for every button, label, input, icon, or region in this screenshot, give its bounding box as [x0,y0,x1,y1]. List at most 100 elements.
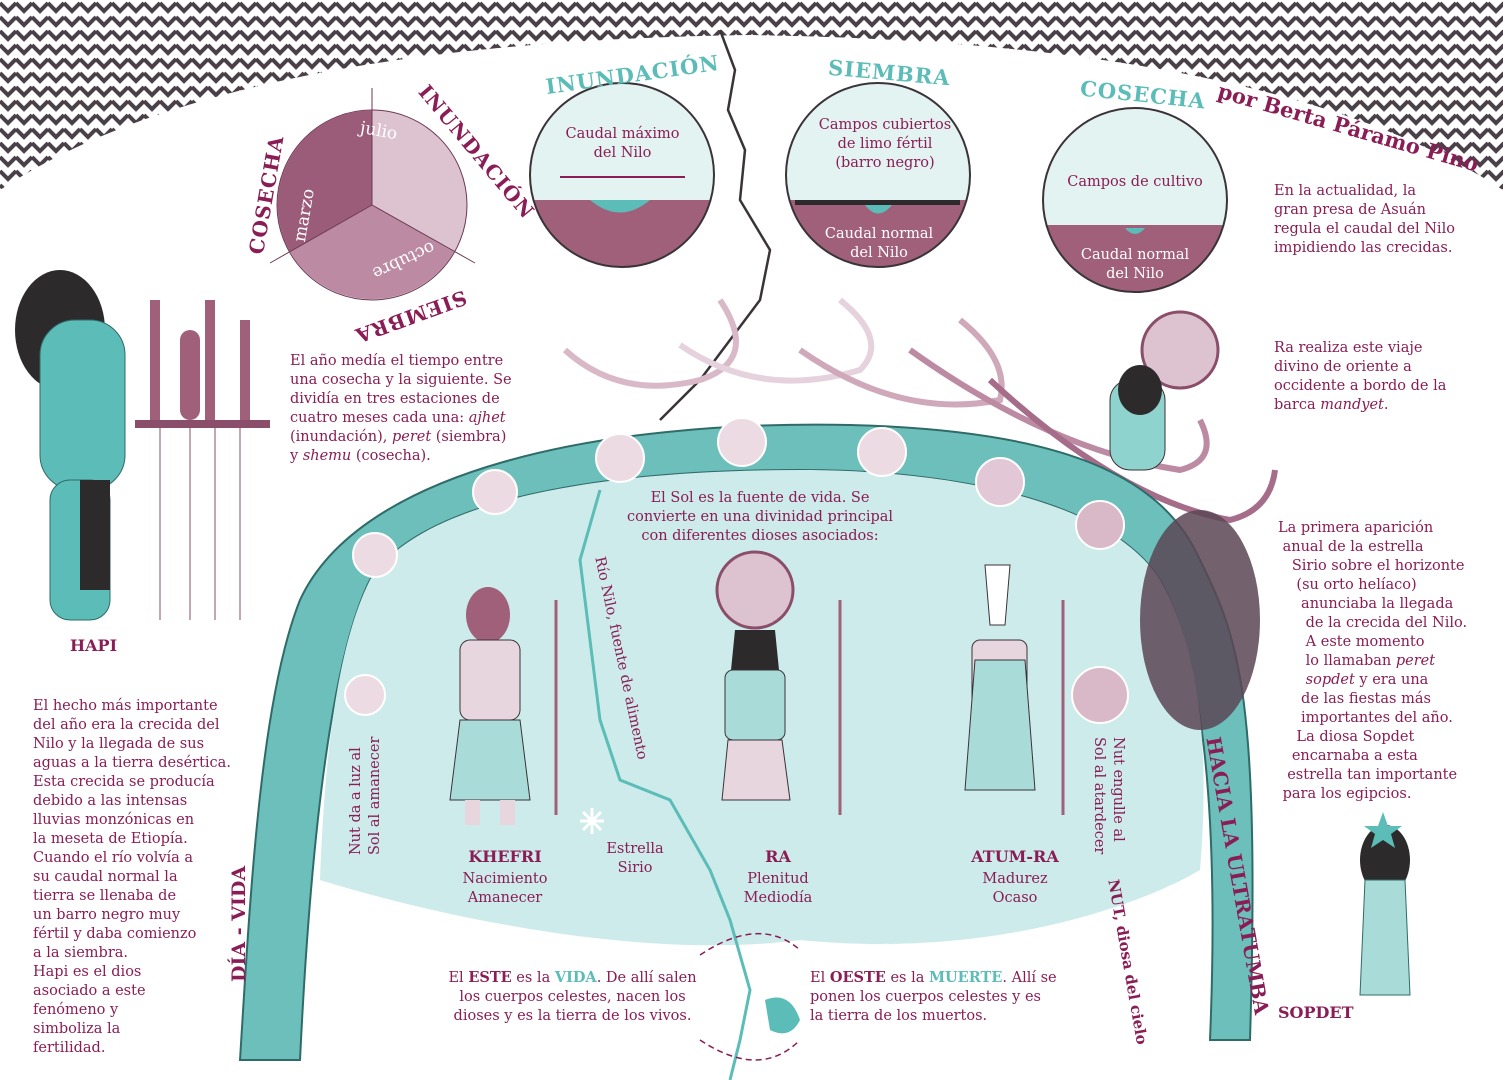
day-life-label: DÍA - VIDA [228,865,250,982]
text-line: los cuerpos celestes, nacen los [459,988,685,1007]
text-segment: lo llamaban [1278,653,1396,669]
text-segment: MUERTE [928,969,1003,986]
text-line: dioses y es la tierra de los vivos. [454,1007,692,1026]
text-segment: El Sol es la fuente de vida. Se [650,490,870,506]
text-line: barca mandyet. [1274,396,1388,415]
text-segment: anunciaba la llegada [1278,596,1454,612]
text-segment: importantes del año. [1278,710,1453,726]
text-segment: regula el caudal del Nilo [1274,221,1455,237]
text-segment: es la [511,970,555,986]
sun-text: El Sol es la fuente de vida. Se convierte… [605,489,915,546]
text-segment: La primera aparición [1278,520,1434,536]
text-segment: divino de oriente a [1274,359,1412,375]
hapi-label: HAPI [70,636,118,655]
text-segment: Ra realiza este viaje [1274,340,1423,356]
text-line: divino de oriente a [1274,358,1412,377]
text-line: El ESTE es la VIDA. De allí salen [448,968,696,988]
text-line: La primera aparición [1278,519,1433,538]
sopdet-figure [1359,812,1411,996]
text-segment: Sirio sobre el horizonte [1278,558,1465,574]
text-segment: El año medía el tiempo entre [290,353,504,369]
text-line: a la siembra. [33,944,128,963]
text-segment: para los egipcios. [1278,786,1412,802]
text-line: (su orto helíaco) [1278,576,1417,595]
text-line: El hecho más importante [33,697,218,716]
text-segment: (su orto helíaco) [1278,577,1417,593]
text-line: fértil y daba comienzo [33,925,196,944]
text-segment: su caudal normal la [33,869,178,885]
text-segment: (inundación), [290,429,392,445]
text-segment: cuatro meses cada una: [290,410,469,426]
text-line: dividía en tres estaciones de [290,390,500,409]
text-segment: aguas a la tierra desértica. [33,755,231,771]
text-line: convierte en una divinidad principal [627,508,893,527]
star-icon [580,808,604,834]
text-line: sopdet y era una [1278,671,1429,690]
text-line: Ra realiza este viaje [1274,339,1422,358]
text-line: y shemu (cosecha). [290,447,431,466]
text-segment: sopdet [1305,672,1355,688]
text-line: con diferentes dioses asociados: [641,527,878,546]
text-segment: Nilo y la llegada de sus [33,736,205,752]
text-segment: estrella tan importante [1278,767,1458,783]
sirio-text: La primera aparición anual de la estrell… [1278,519,1467,804]
text-segment: shemu [302,448,352,464]
text-line: debido a las intensas [33,792,187,811]
text-segment: peret [391,429,432,445]
text-segment: occidente a bordo de la [1274,378,1447,394]
text-segment: dividía en tres estaciones de [290,391,500,407]
text-segment: VIDA [554,969,597,986]
text-segment: asociado a este [33,983,146,999]
text-segment: fenómeno y [33,1002,119,1018]
text-line: simboliza la [33,1020,120,1039]
text-segment: peret [1395,653,1436,669]
text-segment: del año era la crecida del [33,717,220,733]
text-line: lluvias monzónicas en [33,811,194,830]
text-line: aguas a la tierra desértica. [33,754,231,773]
sopdet-label: SOPDET [1278,1003,1354,1022]
text-line: lo llamaban peret [1278,652,1435,671]
text-line: asociado a este [33,982,146,1001]
year-wheel [269,88,476,301]
text-line: El OESTE es la MUERTE. Allí se [810,968,1057,988]
text-line: impidiendo las crecidas. [1274,239,1452,258]
text-segment: . Allí se [1002,970,1057,986]
text-line: regula el caudal del Nilo [1274,220,1455,239]
text-line: de las fiestas más [1278,690,1431,709]
text-segment: . De allí salen [596,970,697,986]
text-segment: El [448,970,469,986]
text-segment: y [290,448,303,464]
text-segment: ponen los cuerpos celestes y es [810,989,1041,1005]
text-segment: anual de la estrella [1278,539,1424,555]
text-segment: El [810,970,830,986]
text-line: A este momento [1278,633,1425,652]
text-segment: fertilidad. [33,1040,106,1056]
text-segment: tierra se llenaba de [33,888,177,904]
text-line: anunciaba la llegada [1278,595,1453,614]
text-segment: la tierra de los muertos. [810,1008,988,1024]
text-segment: y era una [1354,672,1429,688]
text-line: El año medía el tiempo entre [290,352,503,371]
text-segment: lluvias monzónicas en [33,812,195,828]
text-line: un barro negro muy [33,906,180,925]
scene-text-cosecha: Campos de cultivo [1067,174,1203,190]
text-line: En la actualidad, la [1274,182,1416,201]
text-line: anual de la estrella [1278,538,1424,557]
text-line: occidente a bordo de la [1274,377,1446,396]
text-segment: A este momento [1278,634,1425,650]
god-khefri [449,587,558,825]
text-segment [1278,672,1306,688]
ra-trip-text: Ra realiza este viaje divino de oriente a… [1274,339,1446,415]
